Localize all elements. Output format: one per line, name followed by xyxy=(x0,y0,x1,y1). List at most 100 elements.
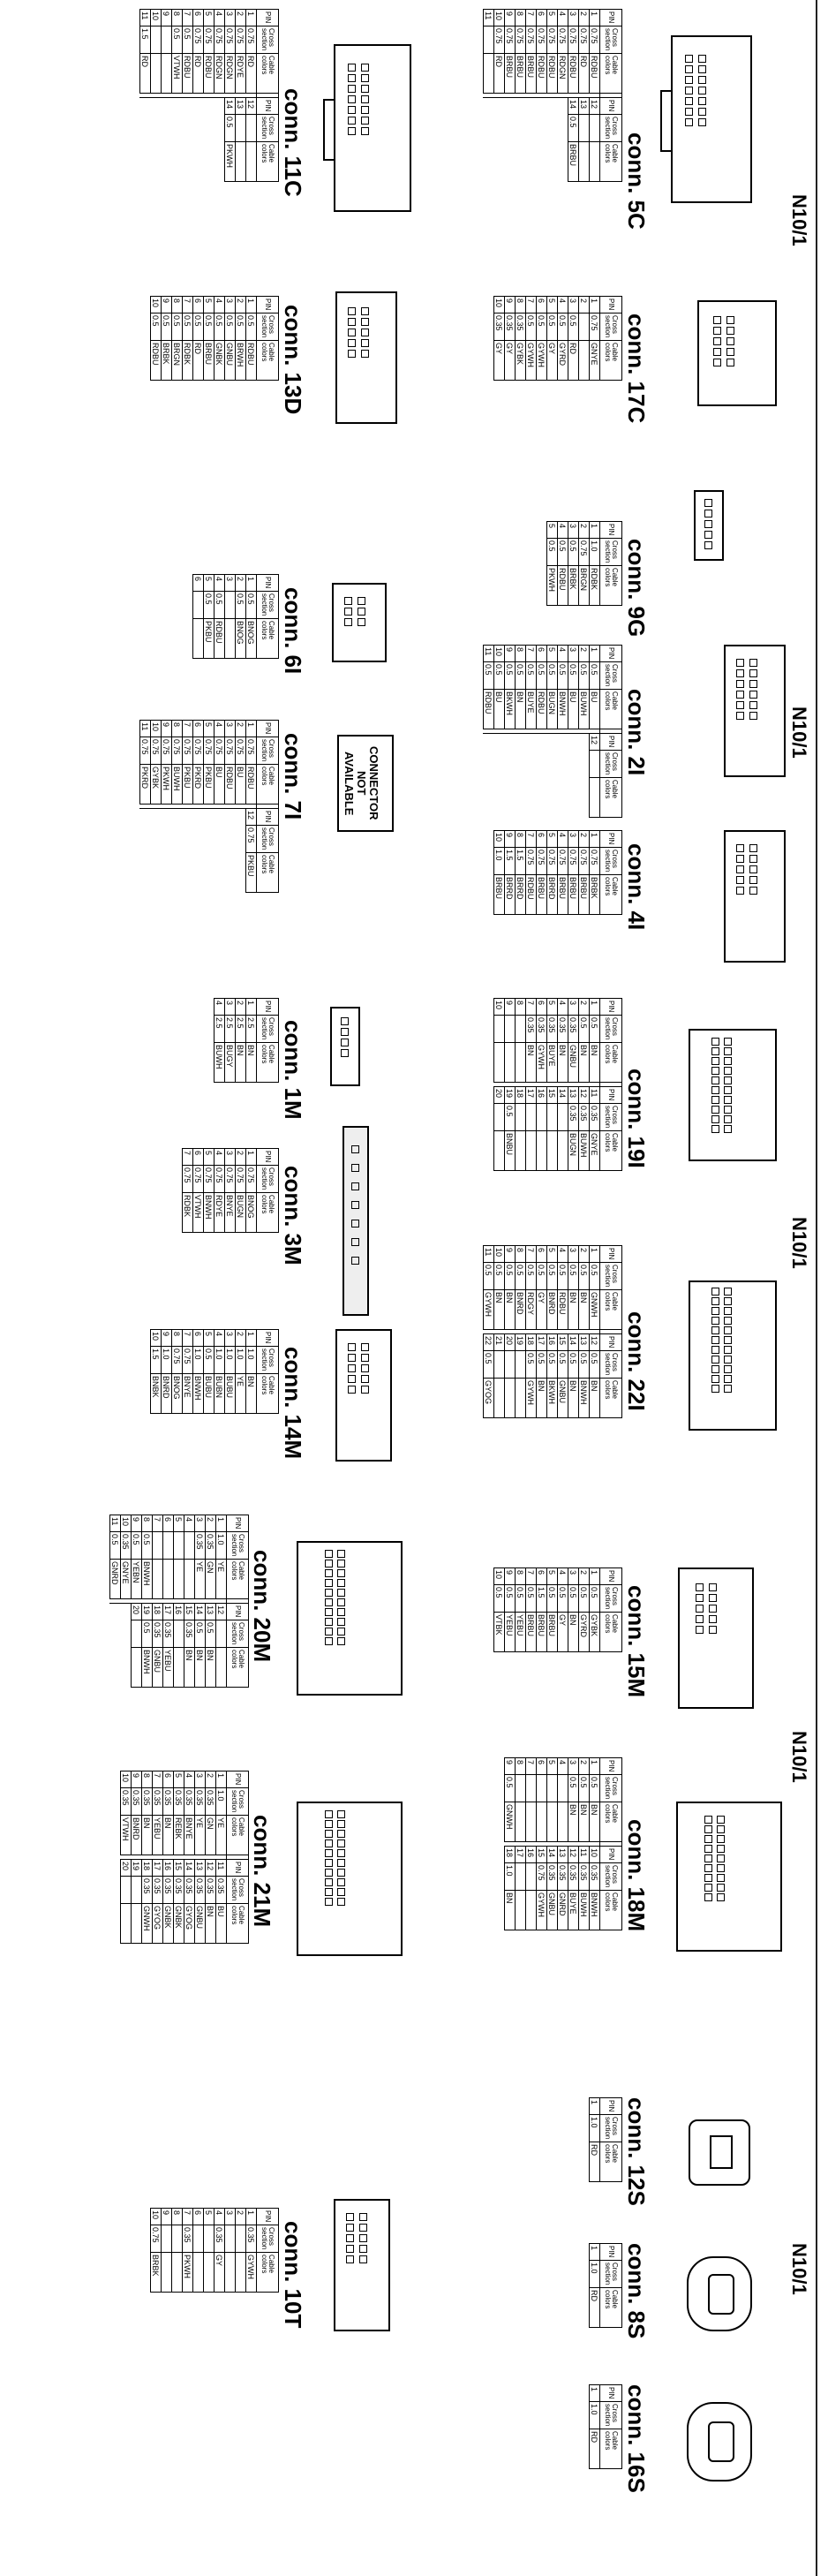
table-header: Cable colors xyxy=(226,1559,249,1599)
cross-section xyxy=(171,2225,183,2253)
cross-section: 0.75 xyxy=(578,26,590,54)
cross-section: 1.0 xyxy=(589,2114,600,2142)
pin-number: 3 xyxy=(224,1148,236,1166)
cross-section: 0.35 xyxy=(214,2225,225,2253)
cable-color: GNBU xyxy=(224,340,236,381)
pin-number: 16 xyxy=(536,1086,547,1104)
cable-color: BNWH xyxy=(192,1373,204,1414)
pin-number: 2 xyxy=(235,1148,246,1166)
cross-section: 0.5 xyxy=(557,661,568,690)
table-header: PIN xyxy=(599,830,622,848)
pin-number: 12 xyxy=(245,808,257,826)
cable-color: BRBK xyxy=(589,874,600,915)
cable-color: BNRD xyxy=(161,1373,172,1414)
table-header: Cross section xyxy=(256,1346,279,1374)
table-header: Cross section xyxy=(599,661,622,690)
pin-number: 3 xyxy=(568,1757,579,1775)
pin-number: 9 xyxy=(504,296,516,314)
cross-section: 0.75 xyxy=(589,847,600,875)
cross-section: 0.35 xyxy=(525,1015,537,1043)
pin-number: 6 xyxy=(536,1245,547,1263)
pin-number: 10 xyxy=(493,645,505,662)
cross-section: 1.0 xyxy=(589,2260,600,2288)
pin-number: 10 xyxy=(150,2208,162,2225)
pin-number: 1 xyxy=(245,720,257,737)
cross-section: 0.5 xyxy=(483,661,494,690)
cable-color: GYWH xyxy=(245,2252,257,2293)
cross-section: 0.75 xyxy=(568,847,579,875)
connector-21m-drawing xyxy=(297,1802,403,1956)
cross-section: 0.5 xyxy=(483,1350,494,1379)
pin-number: 7 xyxy=(182,296,193,314)
pin-number: 20 xyxy=(493,1086,505,1104)
cable-color xyxy=(131,1647,142,1688)
cross-section: 0.75 xyxy=(235,737,246,765)
table-header: Cross section xyxy=(599,2401,622,2429)
cross-section xyxy=(515,1015,526,1043)
cross-section: 0.5 xyxy=(525,1262,537,1290)
pin-number: 4 xyxy=(214,2208,225,2225)
cross-section: 0.5 xyxy=(578,1262,590,1290)
cable-color: RDGN xyxy=(214,53,225,94)
cable-color: RDBK xyxy=(589,565,600,606)
pin-number: 3 xyxy=(224,998,236,1016)
cable-color: RDBU xyxy=(182,53,193,94)
cross-section: 0.75 xyxy=(224,1165,236,1193)
cable-color: GYWH xyxy=(536,1042,547,1083)
cross-section: 0.35 xyxy=(173,1876,184,1904)
cable-color: RDYE xyxy=(235,53,246,94)
connector-9g-drawing xyxy=(694,490,724,561)
table-header: PIN xyxy=(599,2384,622,2402)
cross-section: 0.5 xyxy=(483,1262,494,1290)
connector-13d-drawing xyxy=(335,291,397,424)
cross-section: 0.5 xyxy=(568,1774,579,1802)
pin-number: 6 xyxy=(536,830,547,848)
cross-section: 0.35 xyxy=(162,1876,174,1904)
cable-color: BNRD xyxy=(546,1289,558,1330)
cross-section xyxy=(525,1774,537,1802)
cross-section: 0.5 xyxy=(589,1262,600,1290)
cable-color: BNOG xyxy=(171,1373,183,1414)
cable-color: BNBK xyxy=(150,1373,162,1414)
cross-section xyxy=(192,591,204,619)
pin-number: 11 xyxy=(483,9,494,26)
cross-section xyxy=(152,1531,163,1560)
cable-color: BRBK xyxy=(150,2252,162,2293)
cable-color: GY xyxy=(214,2252,225,2293)
connector-10t-drawing xyxy=(334,2199,390,2331)
cross-section xyxy=(589,114,600,142)
cable-color: GYRD xyxy=(557,340,568,381)
pin-number: 13 xyxy=(235,97,246,115)
cross-section: 0.35 xyxy=(536,1015,547,1043)
cross-section: 0.75 xyxy=(525,26,537,54)
cross-section: 0.5 xyxy=(493,661,505,690)
pin-number: 1 xyxy=(245,1329,257,1347)
table-header: Cross section xyxy=(599,114,622,142)
table-header: Cross section xyxy=(599,1584,622,1613)
cable-color: RDBK xyxy=(182,1192,193,1233)
pin-number: 1 xyxy=(215,1515,227,1532)
cable-color: BRBK xyxy=(568,565,579,606)
cable-color: BRBU xyxy=(525,1612,537,1652)
connector-label: conn. 12S xyxy=(623,2097,650,2206)
cross-section: 1.0 xyxy=(235,1346,246,1374)
